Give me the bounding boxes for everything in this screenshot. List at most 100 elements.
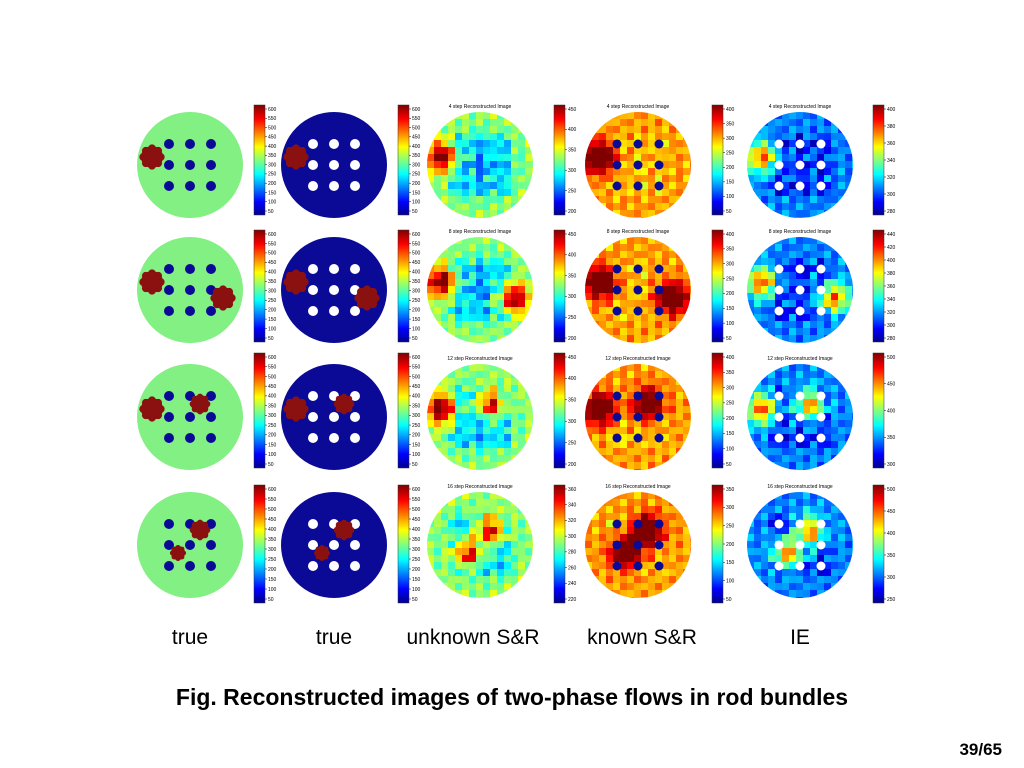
reconstruction-cell (613, 300, 621, 308)
colorbar-gradient (553, 352, 566, 469)
reconstruction-cell (824, 175, 832, 183)
column-label-unknown-sr: unknown S&R (406, 626, 540, 649)
rod (633, 412, 643, 422)
reconstruction-cell (483, 385, 491, 393)
reconstruction-cell (831, 119, 839, 127)
reconstruction-cell (441, 140, 449, 148)
reconstruction-cell (641, 203, 649, 211)
reconstruction-cell (497, 364, 505, 372)
reconstruction-cell (838, 371, 846, 379)
reconstruction-cell (683, 196, 691, 204)
reconstruction-cell (620, 140, 628, 148)
reconstruction-cell (676, 258, 684, 266)
reconstruction-cell (525, 258, 533, 266)
reconstruction-cell (634, 569, 642, 577)
reconstruction-cell (525, 119, 533, 127)
reconstruction-cell (648, 506, 656, 514)
reconstruction-cell (690, 133, 691, 141)
reconstruction-cell (518, 244, 526, 252)
reconstruction-cell (518, 286, 526, 294)
reconstruction-cell (518, 364, 526, 372)
bubble-lobe (148, 413, 156, 422)
reconstruction-cell (796, 293, 804, 301)
reconstruction-cell (669, 548, 677, 556)
reconstruction-cell (455, 364, 463, 372)
reconstruction-cell (761, 189, 769, 197)
reconstruction-cell (525, 133, 533, 141)
rod (774, 561, 784, 571)
reconstruction-cell (852, 307, 853, 315)
reconstruction-cell (599, 154, 607, 162)
reconstruction-cell (845, 469, 853, 470)
reconstruction-cell (613, 534, 621, 542)
reconstruction-cell (852, 434, 853, 442)
reconstruction-cell (525, 548, 533, 556)
reconstruction-cell (511, 154, 519, 162)
reconstruction-cell (427, 279, 435, 287)
reconstruction-cell (606, 520, 614, 528)
reconstruction-cell (455, 182, 463, 190)
reconstruction-cell (669, 406, 677, 414)
reconstruction-cell (634, 217, 642, 218)
reconstruction-cell (634, 469, 642, 470)
reconstruction-cell (441, 583, 449, 591)
colorbar-gradient (397, 104, 410, 216)
reconstruction-cell (490, 342, 498, 343)
reconstruction-cell (427, 427, 435, 435)
reconstruction-cell (831, 590, 839, 598)
reconstruction-cell (782, 335, 790, 343)
reconstruction-cell (796, 328, 804, 336)
reconstruction-cell (518, 168, 526, 176)
reconstruction-cell (648, 371, 656, 379)
reconstruction-cell (683, 314, 691, 322)
reconstruction-cell (810, 196, 818, 204)
reconstruction-cell (817, 251, 825, 259)
rod (795, 160, 805, 170)
reconstruction-cell (476, 499, 484, 507)
reconstruction-cell (627, 286, 635, 294)
reconstruction-cell (592, 590, 600, 598)
reconstruction-cell (532, 434, 533, 442)
reconstruction-cell (761, 597, 769, 598)
colorbar-tick-label: 300 (568, 294, 577, 300)
reconstruction-cell (585, 399, 593, 407)
reconstruction-cell (620, 576, 628, 584)
reconstruction-cell (845, 168, 853, 176)
reconstruction-cell (754, 335, 762, 343)
reconstruction-cell (497, 258, 505, 266)
reconstruction-cell (504, 196, 512, 204)
reconstruction-cell (462, 576, 470, 584)
reconstruction-cell (669, 286, 677, 294)
reconstruction-cell (845, 328, 853, 336)
reconstruction-cell (648, 534, 656, 542)
reconstruction-cell (599, 307, 607, 315)
true-distribution-panel (137, 112, 243, 218)
colorbar-tick-label: 400 (887, 107, 896, 113)
reconstruction-cell (676, 371, 684, 379)
reconstruction-cell (518, 562, 526, 570)
reconstruction-cell (634, 335, 642, 343)
reconstruction-cell (469, 576, 477, 584)
reconstruction-cell (490, 562, 498, 570)
rod (206, 160, 216, 170)
reconstruction-cell (599, 286, 607, 294)
reconstruction-cell (669, 469, 677, 470)
reconstruction-cell (511, 406, 519, 414)
reconstruction-cell (817, 279, 825, 287)
reconstruction-cell (476, 342, 484, 343)
reconstruction-cell (747, 506, 755, 514)
reconstruction-cell (768, 237, 776, 245)
reconstruction-cell (655, 364, 663, 372)
reconstruction-cell (655, 119, 663, 127)
reconstruction-cell (627, 499, 635, 507)
reconstruction-cell (754, 300, 762, 308)
reconstruction-cell (803, 576, 811, 584)
colorbar-tick-label: 50 (268, 597, 274, 603)
reconstruction-cell (845, 175, 853, 183)
reconstruction-cell (838, 119, 846, 127)
reconstruction-cell (504, 244, 512, 252)
reconstruction-cell (427, 307, 435, 315)
reconstruction-cell (817, 590, 825, 598)
reconstruction-cell (448, 217, 456, 218)
reconstruction-cell (490, 237, 498, 245)
